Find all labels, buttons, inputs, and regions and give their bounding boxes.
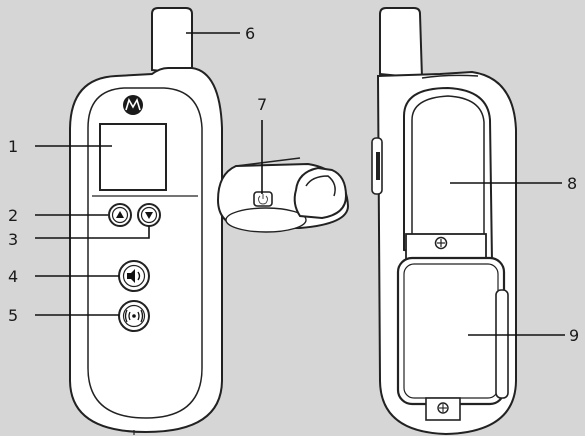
- up-button[interactable]: [109, 204, 131, 226]
- cover-latch[interactable]: [496, 290, 508, 398]
- front-body-outer: [70, 68, 222, 432]
- callout-2: 2: [8, 206, 18, 225]
- callout-5: 5: [8, 306, 18, 325]
- speaker-button[interactable]: [119, 261, 149, 291]
- callout-3: 3: [8, 230, 18, 249]
- vibrate-button[interactable]: [119, 301, 149, 331]
- back-antenna: [380, 8, 422, 78]
- bottom-screw-icon: [438, 403, 448, 413]
- callout-8: 8: [567, 174, 577, 193]
- callout-1: 1: [8, 137, 18, 156]
- hinge-screw-icon: [436, 238, 447, 249]
- front-view: [70, 8, 222, 435]
- callout-4: 4: [8, 267, 18, 286]
- side-button-grip: [376, 152, 380, 180]
- callout-7: 7: [257, 95, 267, 114]
- top-view: [218, 158, 348, 232]
- motorola-logo-icon: [123, 95, 143, 115]
- down-button[interactable]: [138, 204, 160, 226]
- clip-hinge: [406, 234, 486, 260]
- display-screen: [100, 124, 166, 190]
- callout-6: 6: [245, 24, 255, 43]
- battery-cover: [398, 258, 504, 404]
- power-button[interactable]: [254, 192, 272, 206]
- top-view-clip: [295, 168, 346, 218]
- front-antenna: [152, 8, 192, 74]
- callout-9: 9: [569, 326, 579, 345]
- back-view: [372, 8, 516, 434]
- top-view-rim: [226, 208, 306, 232]
